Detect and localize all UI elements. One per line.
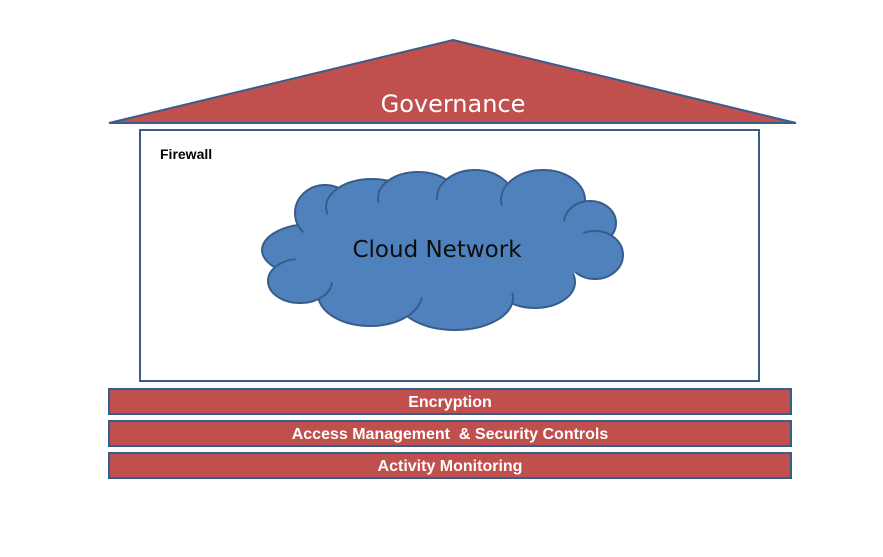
roof-label: Governance bbox=[381, 90, 526, 118]
layer-bar bbox=[108, 452, 792, 479]
layer-activity-monitoring: Activity Monitoring bbox=[108, 452, 792, 479]
cloud-network: Cloud Network bbox=[261, 169, 624, 331]
cloud-label: Cloud Network bbox=[352, 237, 522, 263]
cloud-icon bbox=[261, 169, 624, 331]
foundation-layers: Encryption Access Management & Security … bbox=[108, 388, 792, 479]
roof-shape bbox=[108, 38, 797, 124]
layer-label: Encryption bbox=[408, 394, 492, 411]
governance-roof: Governance bbox=[108, 38, 797, 124]
firewall-label: Firewall bbox=[160, 146, 212, 162]
layer-label: Access Management & Security Controls bbox=[292, 426, 609, 443]
layer-bar bbox=[108, 388, 792, 415]
layer-bar bbox=[108, 420, 792, 447]
layer-encryption: Encryption bbox=[108, 388, 792, 415]
layer-label: Activity Monitoring bbox=[378, 458, 523, 475]
layer-access-management: Access Management & Security Controls bbox=[108, 420, 792, 447]
